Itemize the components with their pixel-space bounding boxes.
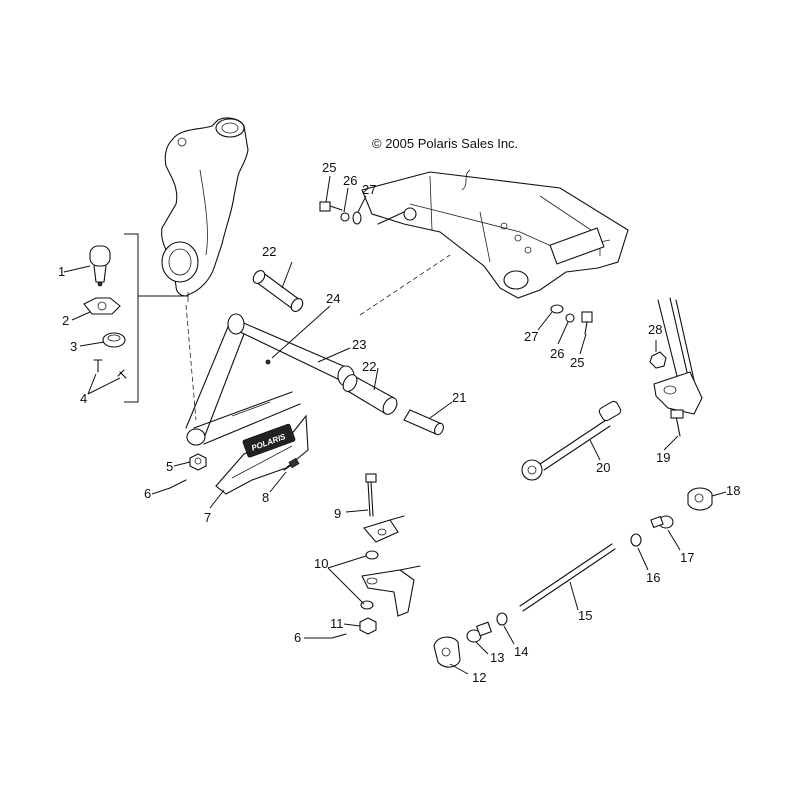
washer-lower xyxy=(360,600,374,610)
flat-washer-upper xyxy=(352,211,362,225)
washer-upper xyxy=(365,550,379,560)
callout-27-upper: 27 xyxy=(362,182,376,197)
shock-mount xyxy=(363,515,405,543)
callout-4: 4 xyxy=(80,391,87,406)
jam-nut-right xyxy=(650,515,674,529)
callout-26-lower: 26 xyxy=(550,346,564,361)
centerline-frame xyxy=(359,254,451,316)
a-arm xyxy=(185,313,355,446)
lock-nut xyxy=(649,351,667,369)
callout-5: 5 xyxy=(166,459,173,474)
callout-17: 17 xyxy=(680,550,694,565)
flat-washer-lower xyxy=(550,304,564,314)
group-bracket xyxy=(124,233,188,403)
steering-knuckle xyxy=(161,117,249,302)
callout-9: 9 xyxy=(334,506,341,521)
rivets xyxy=(93,359,127,379)
callout-11: 11 xyxy=(330,616,344,631)
callout-6-upper: 6 xyxy=(144,486,151,501)
adjuster-nut-left xyxy=(496,612,508,626)
tie-rod-shaft xyxy=(519,543,616,612)
copyright-notice: © 2005 Polaris Sales Inc. xyxy=(372,136,519,151)
frame-bolt-upper xyxy=(319,201,343,212)
callout-2: 2 xyxy=(62,313,69,328)
callout-1: 1 xyxy=(58,264,65,279)
steering-post xyxy=(653,297,703,415)
centerline-knuckle xyxy=(185,304,197,421)
nut-lower xyxy=(359,617,377,635)
callout-3: 3 xyxy=(70,339,77,354)
callout-18: 18 xyxy=(726,483,740,498)
tie-rod-assembly xyxy=(521,400,622,481)
callout-24: 24 xyxy=(326,291,340,306)
callout-22-lower: 22 xyxy=(362,359,376,374)
spindle-arm xyxy=(361,565,421,617)
callout-14: 14 xyxy=(514,644,528,659)
jam-nut-left xyxy=(466,621,493,643)
ball-joint xyxy=(89,245,111,287)
callout-13: 13 xyxy=(490,650,504,665)
frame-bolt-lower xyxy=(581,311,593,335)
tie-rod-end-right xyxy=(687,487,713,511)
callout-10: 10 xyxy=(314,556,328,571)
callout-12: 12 xyxy=(472,670,486,685)
boot-seal xyxy=(102,332,126,348)
frame-section xyxy=(361,169,629,299)
callout-25-upper: 25 xyxy=(322,160,336,175)
pivot-tube-upper xyxy=(252,270,304,312)
cotter-pin-lower xyxy=(331,633,347,639)
lock-washer-lower xyxy=(565,313,575,323)
callout-19: 19 xyxy=(656,450,670,465)
cotter-pin-upper xyxy=(169,479,187,489)
callout-23: 23 xyxy=(352,337,366,352)
callout-6-lower: 6 xyxy=(294,630,301,645)
skid-plate: POLARIS xyxy=(215,414,309,495)
tie-rod-end-left xyxy=(433,636,461,668)
bushing xyxy=(403,409,444,436)
shock-bolt xyxy=(365,473,377,517)
callout-28: 28 xyxy=(648,322,662,337)
callout-27-lower: 27 xyxy=(524,329,538,344)
callout-25-lower: 25 xyxy=(570,355,584,370)
callout-22-upper: 22 xyxy=(262,244,276,259)
callout-20: 20 xyxy=(596,460,610,475)
pivot-tube-lower xyxy=(342,374,398,415)
steering-bolt xyxy=(670,409,684,437)
callout-21: 21 xyxy=(452,390,466,405)
callout-labels: 1 2 3 4 5 6 6 7 8 9 10 11 12 13 xyxy=(58,160,740,685)
skid-plate-bolt xyxy=(283,457,300,471)
adjuster-nut-right xyxy=(630,533,642,547)
castle-nut xyxy=(189,453,207,471)
callout-16: 16 xyxy=(646,570,660,585)
callout-26-upper: 26 xyxy=(343,173,357,188)
lock-washer-upper xyxy=(340,212,350,222)
callout-7: 7 xyxy=(204,510,211,525)
callout-15: 15 xyxy=(578,608,592,623)
callout-8: 8 xyxy=(262,490,269,505)
retainer-plate xyxy=(83,297,121,315)
